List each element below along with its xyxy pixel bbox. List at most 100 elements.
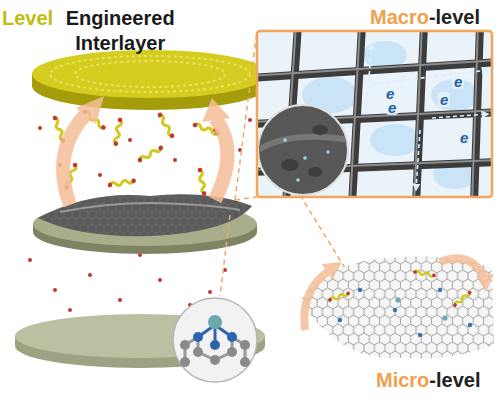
micro-arrows: [476, 274, 494, 292]
single-atom-inset: [193, 347, 203, 357]
micro-graphene-sheet: [418, 333, 422, 337]
fiber-inset: [258, 137, 350, 150]
label-group: Macro-level: [370, 5, 480, 30]
micro-graphene-sheet: [438, 288, 442, 292]
micro-graphene-sheet: [452, 290, 472, 308]
fiber-inset: [283, 138, 287, 142]
flow-arrow: [215, 118, 228, 200]
macro-panel: [257, 31, 492, 197]
ion-dots: [208, 290, 212, 294]
sulfur-cathode-disc: [32, 50, 268, 110]
macro-panel: [372, 70, 488, 84]
panel-heading: -level: [429, 368, 480, 393]
zoom-lines: [235, 31, 257, 200]
sulfur-cathode-disc: [32, 50, 268, 98]
micro-graphene-sheet: [393, 308, 397, 312]
fiber-inset: [258, 105, 348, 195]
micro-arrows: [322, 262, 342, 280]
electron-label: e: [452, 74, 464, 89]
title-text: Engineered Interlayer: [59, 6, 181, 56]
single-atom-inset: [180, 340, 250, 367]
micro-graphene-sheet: [300, 256, 494, 358]
ion-dots: [128, 138, 132, 142]
graphene-interlayer: [60, 203, 240, 212]
micro-arrows: [304, 270, 330, 330]
polysulfide-chains: [107, 178, 136, 187]
fiber-inset: [258, 125, 350, 182]
single-atom-inset: [193, 332, 203, 342]
panel-heading: Micro: [376, 368, 429, 393]
micro-graphene-sheet: [468, 323, 472, 327]
micro-graphene-sheet: [338, 288, 472, 337]
micro-graphene-sheet: [395, 297, 400, 302]
flow-arrow: [63, 112, 88, 205]
flow-arrow: [63, 96, 230, 205]
macro-panel: [366, 44, 372, 110]
polysulfide-chains: [157, 112, 175, 139]
single-atom-inset: [193, 332, 237, 350]
fiber-inset: [326, 150, 330, 154]
flow-arrow: [76, 96, 104, 124]
single-atom-inset: [240, 340, 250, 350]
ion-dots: [173, 158, 177, 162]
micro-graphene-sheet: [300, 256, 494, 358]
single-atom-inset: [180, 340, 190, 350]
zoom-lines: [220, 215, 230, 296]
label-group: Micro-level: [376, 368, 481, 393]
ion-dots: [158, 278, 162, 282]
macro-panel: [257, 31, 492, 197]
micro-arrows: [440, 258, 485, 278]
ion-dots: [88, 273, 92, 277]
electron-label: e: [438, 92, 450, 107]
single-atom-inset: [208, 315, 222, 329]
micro-arrows: [304, 258, 494, 330]
label-group: LevelEngineered Interlayer: [2, 6, 181, 56]
sulfur-cathode-disc: [50, 56, 250, 92]
micro-graphene-sheet: [358, 288, 362, 292]
fiber-inset: [308, 167, 322, 177]
single-atom-inset: [210, 355, 220, 365]
macro-panel: [370, 124, 420, 156]
macro-panel: [350, 31, 360, 197]
polysulfide-chains: [137, 145, 164, 163]
fiber-inset: [281, 159, 299, 171]
fiber-inset: [296, 178, 300, 182]
macro-panel: [432, 114, 488, 118]
single-atom-inset: [227, 347, 237, 357]
ion-dots: [68, 308, 72, 312]
micro-graphene-sheet: [413, 270, 436, 278]
macro-panel: [257, 31, 492, 197]
zoom-lines: [235, 197, 257, 200]
macro-panel: [414, 31, 422, 197]
electron-label: e: [458, 130, 470, 145]
electron-label: e: [384, 86, 396, 101]
single-atom-inset: [173, 298, 257, 382]
title-word: Level: [2, 6, 53, 31]
fiber-inset: [312, 125, 328, 135]
macro-panel: [257, 160, 492, 170]
single-atom-inset: [227, 332, 237, 342]
electron-label: e: [386, 100, 398, 115]
micro-graphene-sheet: [338, 318, 342, 322]
ion-dots: [118, 298, 122, 302]
single-atom-inset: [173, 298, 257, 382]
polysulfide-chains: [197, 167, 206, 196]
fiber-inset: [303, 156, 307, 160]
macro-panel: [352, 31, 362, 197]
zoom-lines: [300, 195, 345, 268]
single-atom-inset: [210, 340, 220, 350]
ion-dots: [53, 288, 57, 292]
panel-heading: Macro: [370, 5, 429, 30]
ion-dots: [38, 126, 42, 130]
macro-panel: [416, 130, 420, 190]
panel-heading: -level: [429, 5, 480, 30]
fiber-inset: [258, 105, 350, 195]
ion-dots: [98, 173, 102, 177]
ion-dots: [248, 118, 252, 122]
micro-graphene-sheet: [395, 297, 447, 320]
sulfur-cathode-disc: [75, 61, 225, 87]
flow-arrow: [202, 98, 230, 122]
ion-dots: [28, 258, 32, 262]
